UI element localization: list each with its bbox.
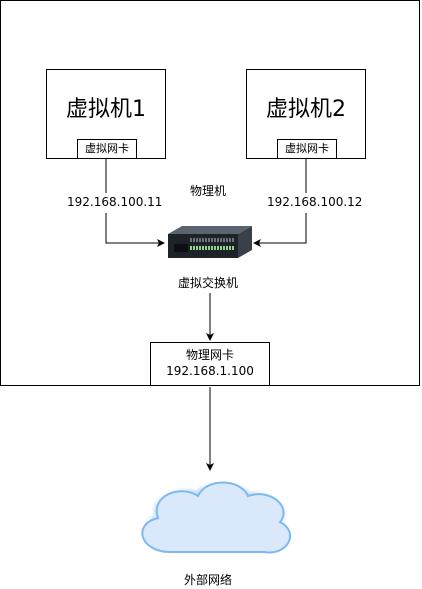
vm1-box: 虚拟机1 虚拟网卡 [46, 69, 166, 159]
physical-nic-label: 物理网卡 [185, 348, 234, 362]
vm1-ip-label: 192.168.100.11 [67, 195, 163, 209]
physical-nic-box: 物理网卡 192.168.1.100 [150, 342, 270, 386]
vm1-to-switch-arrow [105, 213, 165, 247]
cloud-icon [138, 478, 295, 557]
vm2-box: 虚拟机2 虚拟网卡 [246, 69, 366, 159]
network-switch-icon [168, 226, 252, 258]
vm2-virtual-nic: 虚拟网卡 [277, 139, 337, 159]
virtual-switch-label: 虚拟交换机 [178, 276, 239, 290]
vm2-to-switch-arrow [253, 213, 307, 247]
physical-nic-ip: 192.168.1.100 [166, 364, 254, 378]
host-label: 物理机 [190, 184, 227, 198]
vm2-title: 虚拟机2 [266, 97, 346, 122]
vm1-title: 虚拟机1 [66, 97, 146, 122]
vm2-ip-label: 192.168.100.12 [267, 195, 363, 209]
external-network-label: 外部网络 [184, 573, 233, 587]
vm1-virtual-nic: 虚拟网卡 [77, 139, 137, 159]
